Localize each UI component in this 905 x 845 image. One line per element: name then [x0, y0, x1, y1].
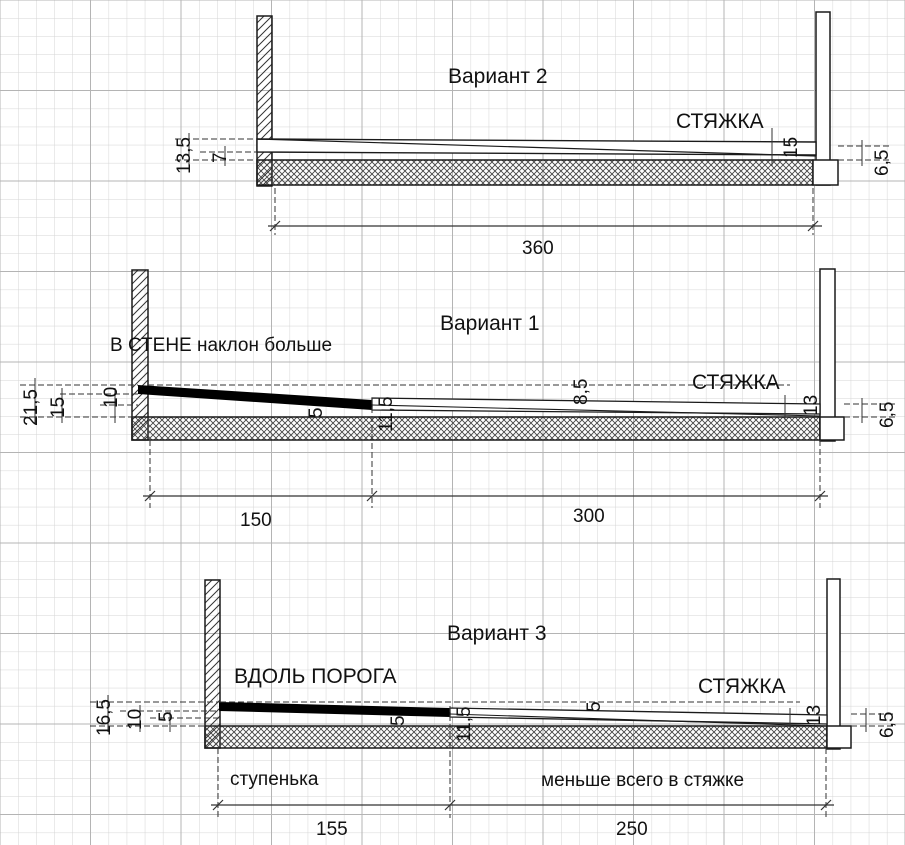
- right-floor-block: [826, 725, 852, 749]
- floor-slab: [131, 416, 821, 441]
- floor-slab: [204, 725, 828, 749]
- dim-v3-left-total: 16,5: [94, 699, 115, 736]
- left-wall: [204, 579, 221, 749]
- dim-v3-mid: 5: [584, 701, 605, 712]
- variant-3-screed-label: СТЯЖКА: [698, 675, 786, 698]
- right-floor-block: [812, 159, 839, 186]
- dim-v1-left-total: 21,5: [21, 389, 42, 426]
- dim-v2-right-end: 6,5: [872, 150, 893, 176]
- dim-v3-step: 5: [388, 715, 409, 726]
- dim-v1-right-mid: 13: [801, 395, 822, 416]
- variant-1-title: Вариант 1: [440, 312, 540, 335]
- dim-v3-left-b: 5: [156, 711, 177, 722]
- variant-1: Вариант 1 В СТЕНЕ наклон больше СТЯЖКА 2…: [20, 268, 898, 531]
- dim-v3-joint: 11,5: [454, 706, 475, 742]
- dim-v3-length-b: 250: [616, 819, 648, 840]
- variant-2-title: Вариант 2: [448, 65, 548, 88]
- dim-v3-right-end: 6,5: [877, 712, 898, 738]
- variant-2: Вариант 2 СТЯЖКА 13,5 7 15 6,5 360: [174, 11, 893, 259]
- variant-3: Вариант 3 ВДОЛЬ ПОРОГА СТЯЖКА ступенька …: [90, 578, 898, 840]
- dim-v1-length-a: 150: [240, 510, 272, 531]
- dim-v1-length-b: 300: [573, 506, 605, 527]
- screed-wedge: [371, 397, 821, 415]
- variant-3-left-caption: ступенька: [230, 769, 319, 790]
- right-wall: [826, 578, 841, 750]
- right-wall: [815, 11, 831, 186]
- dim-v1-step: 5: [306, 407, 327, 418]
- variant-3-note: ВДОЛЬ ПОРОГА: [234, 665, 397, 688]
- dim-v2-length: 360: [522, 238, 554, 259]
- right-floor-block: [819, 416, 845, 441]
- dim-v1-mid: 8,5: [571, 379, 592, 405]
- right-wall: [819, 268, 836, 442]
- floor-slab: [256, 159, 814, 186]
- dim-v3-right-mid: 13: [804, 705, 825, 726]
- dim-v3-left-a: 10: [125, 709, 146, 730]
- dim-v1-joint: 11,5: [376, 396, 397, 432]
- dim-v1-right-end: 6,5: [877, 402, 898, 428]
- threshold-black: [219, 702, 450, 717]
- variant-2-screed-label: СТЯЖКА: [676, 110, 764, 133]
- wall-recess-black: [138, 385, 372, 410]
- dim-v2-right-mid: 15: [781, 137, 802, 158]
- variant-1-note: В СТЕНЕ наклон больше: [110, 335, 332, 356]
- variant-3-title: Вариант 3: [447, 622, 547, 645]
- dim-v2-left-inner: 7: [210, 152, 231, 163]
- dim-v3-length-a: 155: [316, 819, 348, 840]
- dim-v1-left-a: 15: [48, 397, 69, 418]
- slope-line: [256, 138, 817, 157]
- variant-3-right-caption: меньше всего в стяжке: [541, 770, 744, 791]
- dim-v1-left-b: 10: [101, 387, 122, 408]
- dim-v2-left-total: 13,5: [174, 137, 195, 174]
- variant-1-screed-label: СТЯЖКА: [692, 371, 780, 394]
